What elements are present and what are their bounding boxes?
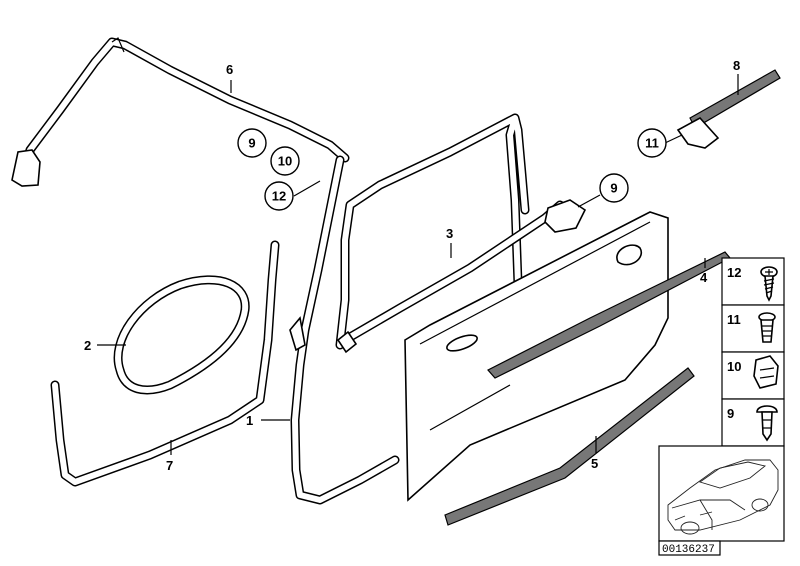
part-6-roof-seal [11,37,350,187]
svg-text:9: 9 [248,136,255,151]
push-clip-icon [756,405,778,442]
diagram-number-text: 00136237 [662,544,715,556]
callout-1: 1 [246,413,253,428]
part-1-door-frame-seal [289,155,400,505]
svg-text:12: 12 [272,189,286,204]
part-7-lower-seal [50,240,280,487]
circle-callout-11: 11 [637,128,667,158]
part-2-window-seal [113,275,250,395]
leader-lines [97,74,739,455]
callout-7: 7 [166,458,173,473]
part-8-trim-strip [676,69,781,149]
car-thumbnail [658,445,785,542]
callout-8: 8 [733,58,740,73]
svg-text:11: 11 [645,136,659,151]
door-window-frame [335,113,530,350]
callout-5: 5 [591,456,598,471]
fastener-legend: 12 11 10 9 [721,257,785,447]
legend-row-10: 10 [727,355,779,389]
car-icon [667,459,779,535]
svg-text:9: 9 [610,181,617,196]
circle-callout-9a: 9 [237,128,267,158]
part-3-window-channel [336,199,587,354]
callout-3: 3 [446,226,453,241]
legend-row-9: 9 [727,405,778,442]
legend-row-12: 12 [727,265,778,302]
rivet-icon [758,312,776,343]
legend-label-10: 10 [727,359,741,374]
screw-icon [760,266,778,302]
clip-nut-icon [753,355,779,389]
circle-callout-10: 10 [270,146,300,176]
circle-callout-12: 12 [264,181,294,211]
svg-text:10: 10 [278,154,292,169]
part-5-sill-strip [444,367,695,526]
diagram-number: 00136237 [658,540,721,556]
callout-2: 2 [84,338,91,353]
legend-label-11: 11 [727,312,741,327]
circle-callout-9b: 9 [599,173,629,203]
legend-label-12: 12 [727,265,741,280]
legend-label-9: 9 [727,406,734,421]
callout-6: 6 [226,62,233,77]
callout-4: 4 [700,270,708,285]
legend-row-11: 11 [727,312,776,343]
